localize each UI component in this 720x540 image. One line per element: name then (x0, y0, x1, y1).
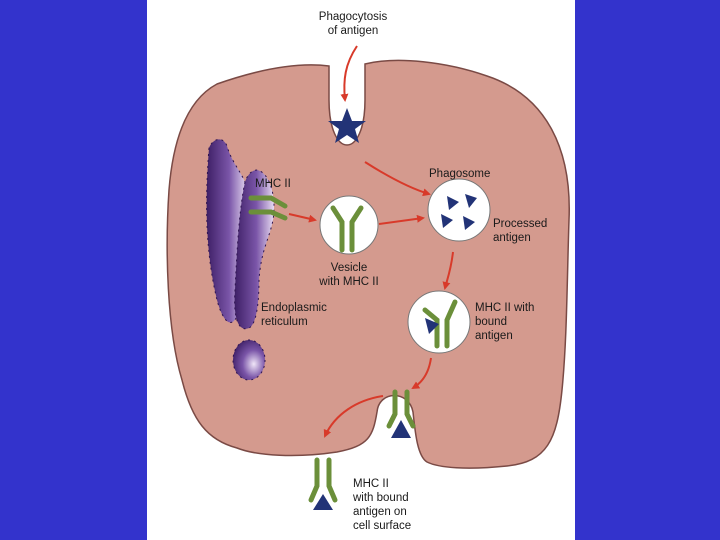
label-line: Endoplasmic (261, 302, 327, 314)
label-line: Processed (493, 218, 547, 230)
label-mhc-ii: MHC II (255, 178, 291, 190)
label-line: of antigen (328, 25, 379, 37)
arrow-bound-to-membrane (411, 357, 432, 390)
mhc-ii-membrane-icon (386, 389, 416, 429)
arrow-phagosome-to-bound (442, 251, 454, 290)
label-line: Phagosome (429, 168, 490, 180)
antigen-star-icon (328, 108, 366, 143)
label-phagosome: Phagosome (429, 168, 490, 180)
label-mhc-bound: MHC II with bound antigen (475, 302, 534, 342)
antigen-processing-diagram: Phagocytosis of antigen MHC II Phagosome… (166, 11, 570, 532)
label-line: with bound (352, 492, 409, 504)
arrow-vesicle-to-phagosome (378, 214, 425, 225)
label-line: with MHC II (318, 276, 378, 288)
label-line: Vesicle (331, 262, 367, 274)
label-line: antigen (475, 330, 513, 342)
vesicle (319, 195, 379, 255)
arrow-to-phagosome (364, 161, 431, 197)
bound-antigen-icon (425, 318, 439, 334)
arrow-er-to-vesicle (288, 213, 317, 223)
label-line: MHC II (353, 478, 389, 490)
phagosome (427, 178, 491, 242)
label-mhc-surface: MHC II with bound antigen on cell surfac… (352, 478, 411, 532)
slide: Phagocytosis of antigen MHC II Phagosome… (147, 0, 575, 540)
mhc-ii-bound-icon (422, 299, 458, 349)
label-line: antigen (493, 232, 531, 244)
arrow-membrane-to-surface (323, 395, 384, 438)
label-line: MHC II (255, 178, 291, 190)
label-phagocytosis: Phagocytosis of antigen (319, 11, 388, 37)
label-endoplasmic-reticulum: Endoplasmic reticulum (261, 302, 327, 328)
label-line: Phagocytosis (319, 11, 388, 23)
label-line: MHC II with (475, 302, 534, 314)
label-line: cell surface (353, 520, 411, 532)
label-processed-antigen: Processed antigen (493, 218, 547, 244)
label-line: reticulum (261, 316, 308, 328)
cell-membrane (166, 59, 570, 469)
mhc-ii-surface-icon (308, 457, 338, 503)
mhc-ii-er-icon (248, 195, 288, 221)
arrow-phagocytosis (340, 45, 358, 102)
membrane-antigen-icon (391, 420, 411, 438)
er-vesicle (232, 339, 266, 381)
label-line: bound (475, 316, 507, 328)
mhc-ii-in-vesicle-icon (330, 205, 364, 253)
processed-antigen-icon (441, 194, 477, 230)
surface-antigen-icon (313, 494, 333, 510)
label-vesicle: Vesicle with MHC II (318, 262, 378, 288)
label-line: antigen on (353, 506, 407, 518)
